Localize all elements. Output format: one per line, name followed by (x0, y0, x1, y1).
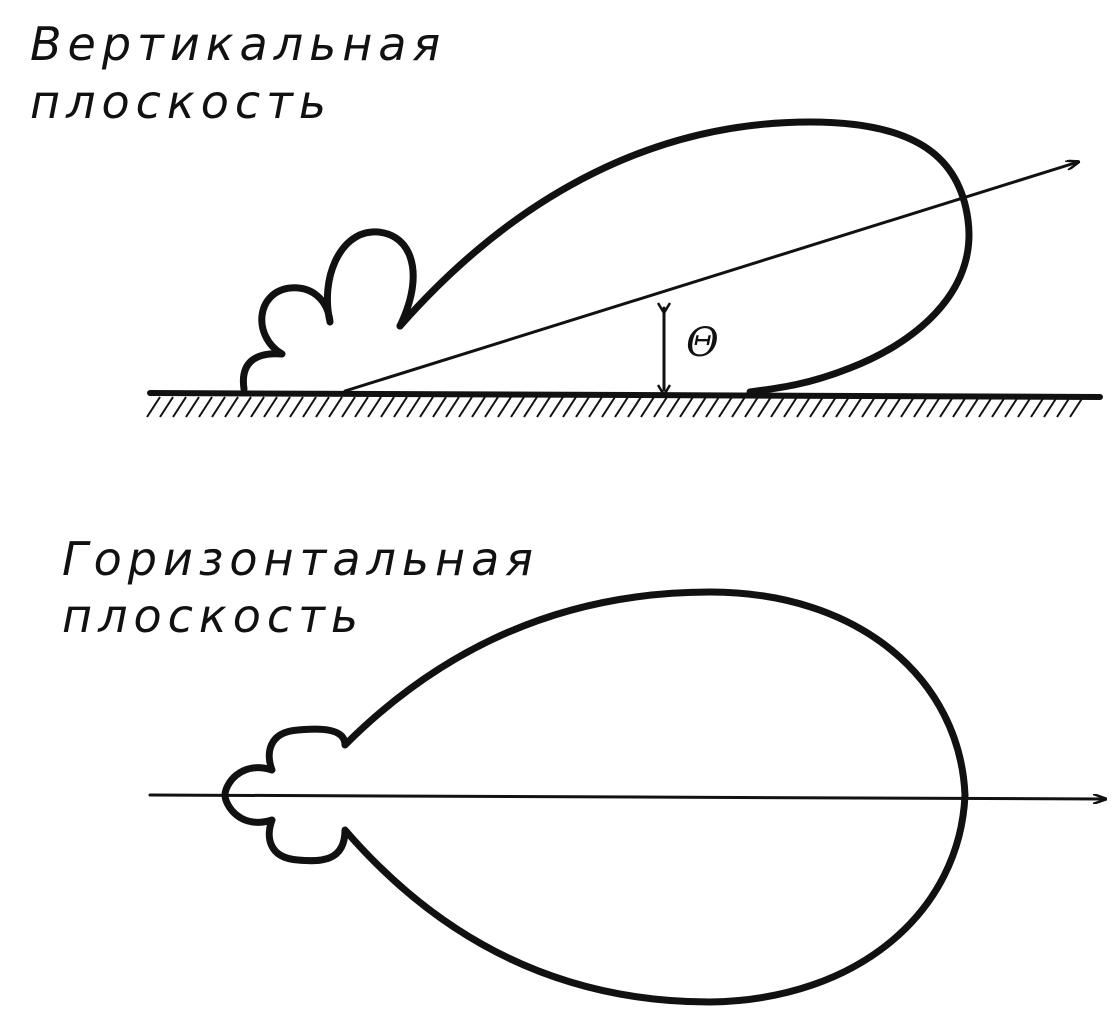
hatch-stroke (705, 396, 720, 418)
hatch-stroke (406, 396, 421, 418)
hatch-stroke (666, 396, 681, 418)
horizontal-plane-caption-line1: Горизонтальная (62, 532, 539, 586)
vertical-plane-section: Вертикальная плоскость Θ (30, 17, 1103, 418)
hatch-stroke (991, 396, 1006, 418)
hatch-stroke (549, 396, 564, 418)
hatch-stroke (731, 396, 746, 418)
hatch-stroke (692, 396, 707, 418)
vertical-main-lobe (396, 118, 973, 396)
hatch-stroke (302, 396, 317, 418)
ground-hatching (146, 396, 1084, 418)
horizontal-direction-arrow (148, 793, 1105, 799)
hatch-stroke (926, 396, 941, 418)
hatch-stroke (809, 396, 824, 418)
hatch-stroke (185, 396, 200, 418)
hatch-stroke (523, 396, 538, 418)
hatch-stroke (276, 396, 291, 418)
hatch-stroke (744, 396, 759, 418)
hatch-stroke (874, 396, 889, 418)
hatch-stroke (289, 396, 304, 418)
hatch-stroke (367, 396, 382, 418)
hatch-stroke (328, 396, 343, 418)
hatch-stroke (679, 396, 694, 418)
hatch-stroke (965, 396, 980, 418)
hatch-stroke (211, 396, 226, 418)
hatch-stroke (172, 396, 187, 418)
hatch-stroke (536, 396, 551, 418)
hatch-stroke (627, 396, 642, 418)
hatch-stroke (1017, 396, 1032, 418)
hatch-stroke (341, 396, 356, 418)
hatch-stroke (614, 396, 629, 418)
hatch-stroke (900, 396, 915, 418)
hatch-stroke (419, 396, 434, 418)
hatch-stroke (250, 396, 265, 418)
vertical-plane-caption-line2: плоскость (30, 75, 332, 129)
hatch-stroke (146, 396, 161, 418)
hatch-stroke (198, 396, 213, 418)
hatch-stroke (1069, 396, 1084, 418)
hatch-stroke (588, 396, 603, 418)
hatch-stroke (471, 396, 486, 418)
hatch-stroke (510, 396, 525, 418)
hatch-stroke (653, 396, 668, 418)
hatch-stroke (640, 396, 655, 418)
hatch-stroke (770, 396, 785, 418)
hatch-stroke (497, 396, 512, 418)
hatch-stroke (952, 396, 967, 418)
hatch-stroke (575, 396, 590, 418)
hatch-stroke (861, 396, 876, 418)
hatch-stroke (562, 396, 577, 418)
hatch-stroke (380, 396, 395, 418)
hatch-stroke (718, 396, 733, 418)
horizontal-plane-caption-line2: плоскость (62, 589, 364, 643)
ground-line (147, 390, 1103, 400)
hatch-stroke (1056, 396, 1071, 418)
hatch-stroke (432, 396, 447, 418)
hatch-stroke (1030, 396, 1045, 418)
hatch-stroke (224, 396, 239, 418)
hatch-stroke (458, 396, 473, 418)
hatch-stroke (237, 396, 252, 418)
hatch-stroke (978, 396, 993, 418)
hatch-stroke (887, 396, 902, 418)
vertical-plane-caption-line1: Вертикальная (30, 17, 446, 71)
horizontal-lobe-pattern (221, 588, 969, 1006)
hatch-stroke (783, 396, 798, 418)
hatch-stroke (393, 396, 408, 418)
vertical-side-lobes (239, 228, 417, 393)
hatch-stroke (1043, 396, 1058, 418)
hatch-stroke (848, 396, 863, 418)
theta-symbol: Θ (686, 320, 719, 366)
hatch-stroke (354, 396, 369, 418)
hatch-stroke (601, 396, 616, 418)
hatch-stroke (939, 396, 954, 418)
hatch-stroke (757, 396, 772, 418)
hatch-stroke (159, 396, 174, 418)
hatch-stroke (445, 396, 460, 418)
hatch-stroke (484, 396, 499, 418)
hatch-stroke (315, 396, 330, 418)
hatch-stroke (263, 396, 278, 418)
hatch-stroke (796, 396, 811, 418)
hatch-stroke (1004, 396, 1019, 418)
hatch-stroke (835, 396, 850, 418)
vertical-direction-arrow (343, 162, 1078, 393)
horizontal-plane-section: Горизонтальная плоскость (62, 532, 1105, 1006)
hatch-stroke (822, 396, 837, 418)
hatch-stroke (913, 396, 928, 418)
